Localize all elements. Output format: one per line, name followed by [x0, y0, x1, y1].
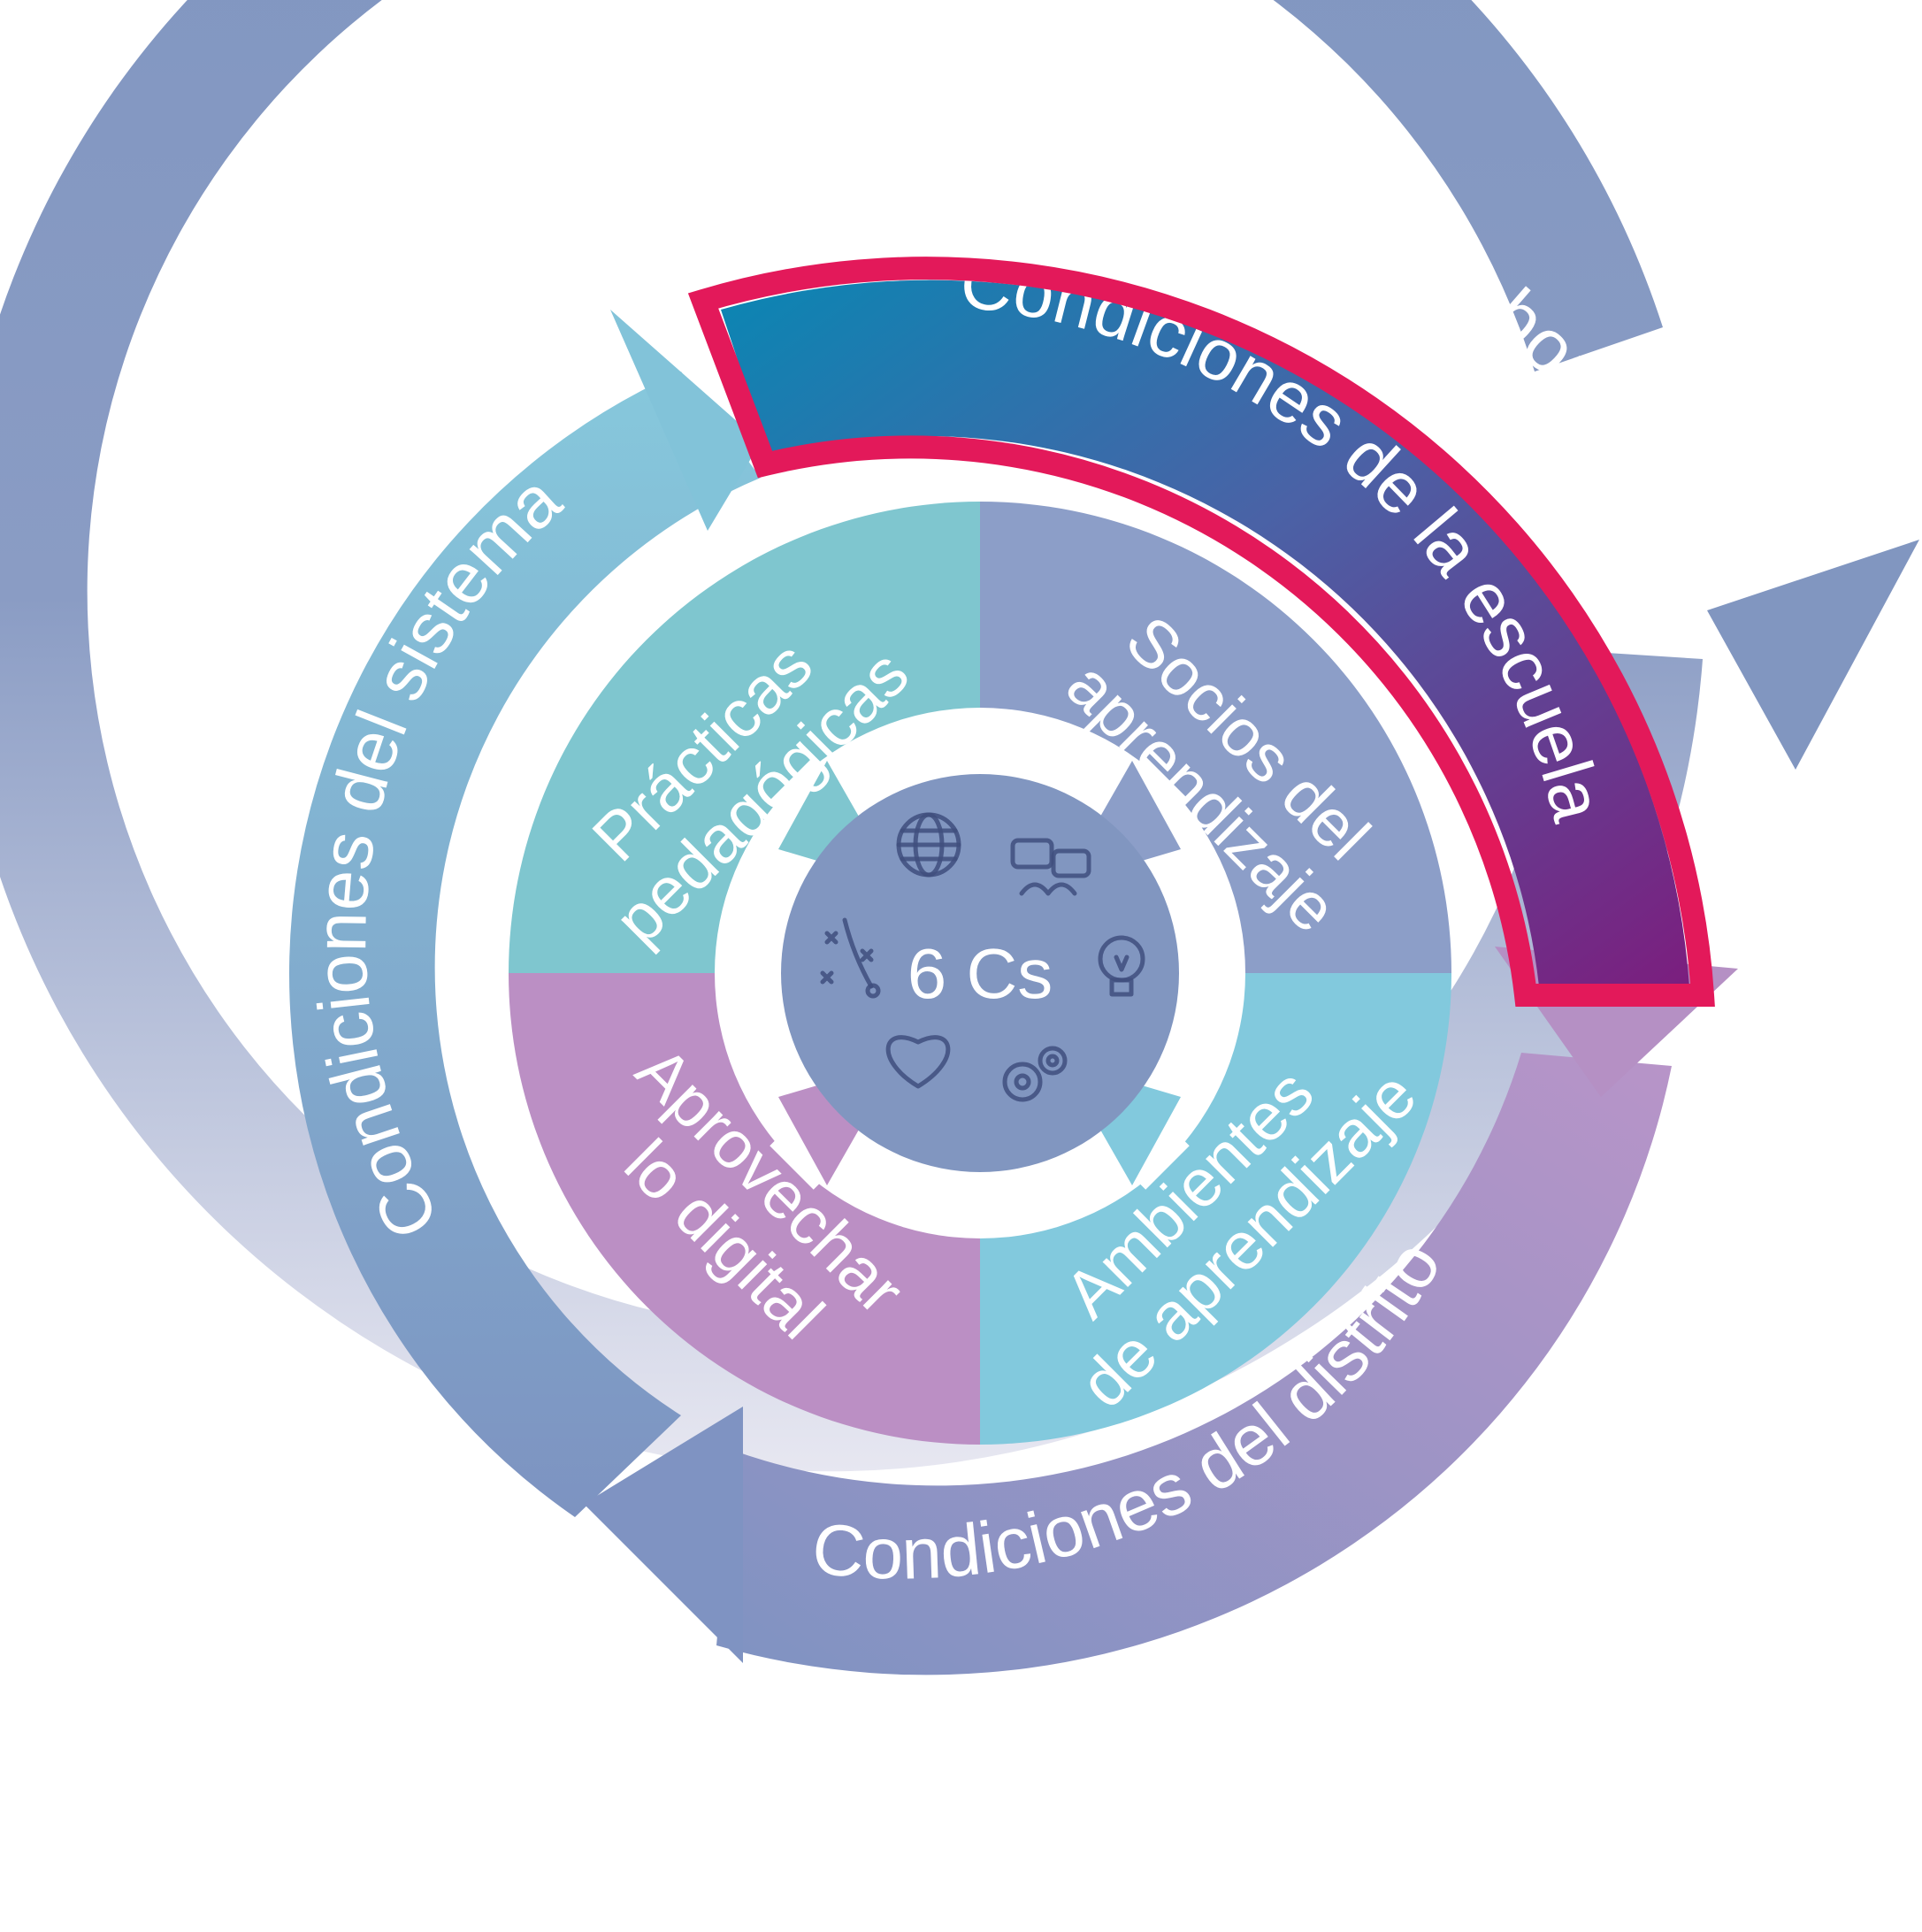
district-ring-arrowhead: [584, 1407, 743, 1663]
school-ring-highlight-border: [687, 257, 1715, 1007]
system-ring-arrowhead: [610, 310, 761, 531]
gears-icon: [1002, 1046, 1068, 1102]
center-content: 6 Cs: [820, 812, 1145, 1102]
lightbulb-icon: [1098, 935, 1145, 997]
center-label: 6 Cs: [907, 934, 1053, 1013]
heart-icon: [885, 1035, 951, 1089]
chat-bubbles-icon: [1010, 838, 1091, 896]
outer-ring-arrowhead: [1707, 540, 1919, 770]
globe-icon: [896, 812, 961, 878]
strategy-play-icon: [820, 917, 881, 999]
